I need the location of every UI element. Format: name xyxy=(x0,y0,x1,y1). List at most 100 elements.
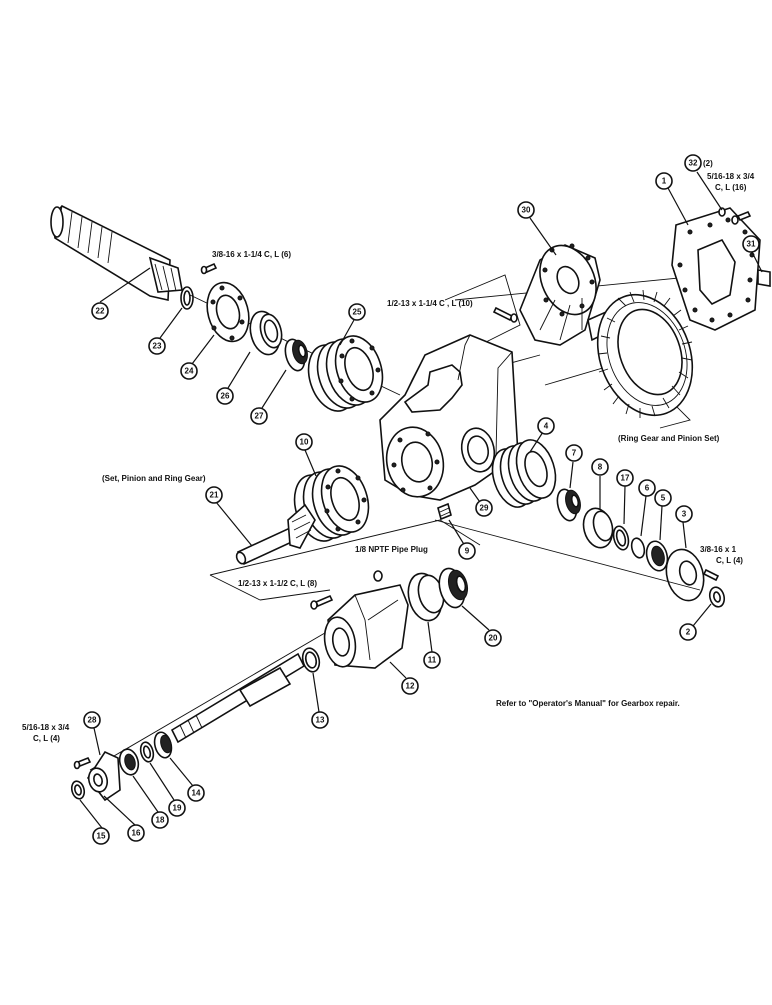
svg-text:6: 6 xyxy=(645,484,650,493)
callout-6: 6 xyxy=(638,479,656,497)
part-2-nut xyxy=(708,586,726,608)
callout-14: 14 xyxy=(187,784,205,802)
label-ring-gear-set: (Ring Gear and Pinion Set) xyxy=(618,434,720,443)
svg-text:15: 15 xyxy=(97,832,106,841)
callout-30: 30 xyxy=(517,201,535,219)
part-19-ring xyxy=(139,741,155,763)
label-bolt-5-16-18-left-1: 5/16-18 x 3/4 xyxy=(22,723,70,732)
part-5-seal xyxy=(645,540,669,572)
callouts: 22 23 24 26 27 25 30 1 32 31 10 4 29 21 … xyxy=(83,154,760,845)
part-21-pinion xyxy=(235,503,316,566)
svg-text:2: 2 xyxy=(686,628,691,637)
bolt-5-16-18-left xyxy=(73,756,92,770)
svg-text:23: 23 xyxy=(153,342,162,351)
part-7-bearing-cone xyxy=(556,488,581,522)
callout-13: 13 xyxy=(311,711,329,729)
svg-text:10: 10 xyxy=(300,438,309,447)
part-3-end-cap xyxy=(665,548,705,602)
label-bolt-5-16-18-top-1: 5/16-18 x 3/4 xyxy=(707,172,755,181)
svg-text:17: 17 xyxy=(621,474,630,483)
part-27-bearing-cone xyxy=(284,338,308,372)
callout-5: 5 xyxy=(654,489,672,507)
callout-1: 1 xyxy=(655,172,673,190)
svg-text:14: 14 xyxy=(192,789,201,798)
part-29-gearbox-housing xyxy=(379,334,519,501)
callout-22: 22 xyxy=(91,302,109,320)
label-bolt-1-2-13-bottom: 1/2-13 x 1-1/2 C, L (8) xyxy=(238,579,317,588)
svg-text:5: 5 xyxy=(661,494,666,503)
part-13-ring xyxy=(301,647,321,673)
label-bolt-5-16-18-top-2: C, L (16) xyxy=(715,183,747,192)
callout-12: 12 xyxy=(401,677,419,695)
label-bolt-3-8-16-top: 3/8-16 x 1-1/4 C, L (6) xyxy=(212,250,291,259)
svg-text:12: 12 xyxy=(406,682,415,691)
callout-31: 31 xyxy=(742,235,760,253)
leader-lines xyxy=(79,171,763,829)
callout-16: 16 xyxy=(127,824,145,842)
part-32-washers xyxy=(718,207,752,225)
part-18-seal xyxy=(118,748,140,776)
svg-text:26: 26 xyxy=(221,392,230,401)
label-bolt-1-2-13-top: 1/2-13 x 1-1/4 C , L (10) xyxy=(387,299,473,308)
ring-gear xyxy=(596,289,694,418)
bolt-1-2-13-bottom xyxy=(310,594,334,610)
callout-27: 27 xyxy=(250,407,268,425)
svg-text:4: 4 xyxy=(544,422,549,431)
callout-26: 26 xyxy=(216,387,234,405)
part-6-ring xyxy=(630,537,646,559)
svg-text:22: 22 xyxy=(96,307,105,316)
svg-text:30: 30 xyxy=(522,206,531,215)
text-labels: (2) 5/16-18 x 3/4 C, L (16) 3/8-16 x 1-1… xyxy=(22,159,755,743)
svg-text:21: 21 xyxy=(210,491,219,500)
nut-small xyxy=(373,570,383,582)
bolt-3-8-16-top xyxy=(200,262,218,275)
svg-text:9: 9 xyxy=(465,547,470,556)
callout-24: 24 xyxy=(180,362,198,380)
callout-8: 8 xyxy=(591,458,609,476)
callout-25: 25 xyxy=(348,303,366,321)
lower-axis-lines xyxy=(89,519,701,771)
svg-text:13: 13 xyxy=(316,716,325,725)
part-24-bearing-cap xyxy=(206,281,250,343)
callout-28: 28 xyxy=(83,711,101,729)
svg-text:24: 24 xyxy=(185,367,194,376)
bolt-3-8-16-right xyxy=(702,568,720,582)
svg-text:25: 25 xyxy=(353,308,362,317)
label-pipe-plug: 1/8 NPTF Pipe Plug xyxy=(355,545,428,554)
svg-text:27: 27 xyxy=(255,412,264,421)
refer-note: Refer to "Operator's Manual" for Gearbox… xyxy=(496,699,680,708)
callout-20: 20 xyxy=(484,629,502,647)
part-1-cover-plate xyxy=(671,207,761,331)
svg-text:20: 20 xyxy=(489,634,498,643)
callout-19: 19 xyxy=(168,799,186,817)
svg-text:29: 29 xyxy=(480,504,489,513)
label-set-pinion-ring: (Set, Pinion and Ring Gear) xyxy=(102,474,206,483)
label-bolt-3-8-16-right-2: C, L (4) xyxy=(716,556,743,565)
svg-text:3: 3 xyxy=(682,510,687,519)
part-16-end-cap xyxy=(87,750,121,802)
part-30-carrier xyxy=(519,243,609,346)
callout-17: 17 xyxy=(616,469,634,487)
svg-text:16: 16 xyxy=(132,829,141,838)
svg-text:1: 1 xyxy=(662,177,667,186)
part-9-pipe-plug xyxy=(437,502,452,521)
svg-text:11: 11 xyxy=(428,656,437,665)
callout-18: 18 xyxy=(151,811,169,829)
part-26-bearing-cup xyxy=(249,310,283,356)
part-22-input-shaft xyxy=(50,205,183,301)
callout-3: 3 xyxy=(675,505,693,523)
label-bolt-5-16-18-left-2: C, L (4) xyxy=(33,734,60,743)
callout-10: 10 xyxy=(295,433,313,451)
part-14-bearing xyxy=(153,731,173,759)
part-12-lower-housing xyxy=(323,584,409,669)
svg-text:32: 32 xyxy=(689,159,698,168)
bolt-1-2-13-top xyxy=(492,306,518,323)
part-4-shim-pack xyxy=(491,439,557,508)
callout-23: 23 xyxy=(148,337,166,355)
part-17-snap-ring xyxy=(612,525,630,551)
callout-32: 32 xyxy=(684,154,702,172)
callout-4: 4 xyxy=(537,417,555,435)
svg-text:18: 18 xyxy=(156,816,165,825)
